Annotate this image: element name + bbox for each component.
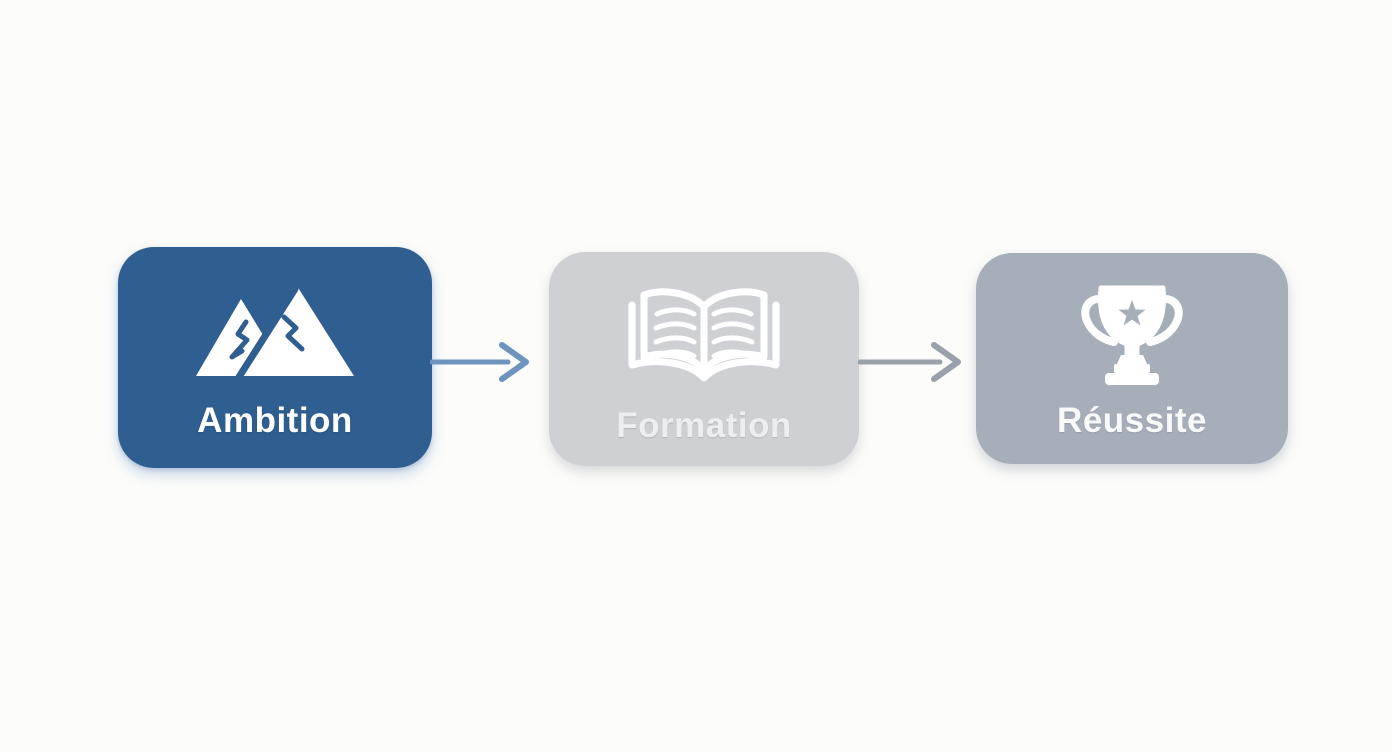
arrow-right-icon xyxy=(857,342,961,382)
step-card-ambition: Ambition xyxy=(118,247,432,468)
step-label-formation: Formation xyxy=(616,406,792,445)
trophy-icon xyxy=(1074,283,1190,391)
step-card-reussite: Réussite xyxy=(976,253,1288,464)
connector-arrow-2 xyxy=(857,339,962,385)
mountain-icon xyxy=(195,283,355,381)
open-book-icon xyxy=(619,280,789,392)
step-card-formation: Formation xyxy=(549,252,859,466)
step-label-reussite: Réussite xyxy=(1057,401,1207,440)
step-label-ambition: Ambition xyxy=(197,401,353,440)
arrow-right-icon xyxy=(429,342,529,382)
connector-arrow-1 xyxy=(429,339,530,385)
